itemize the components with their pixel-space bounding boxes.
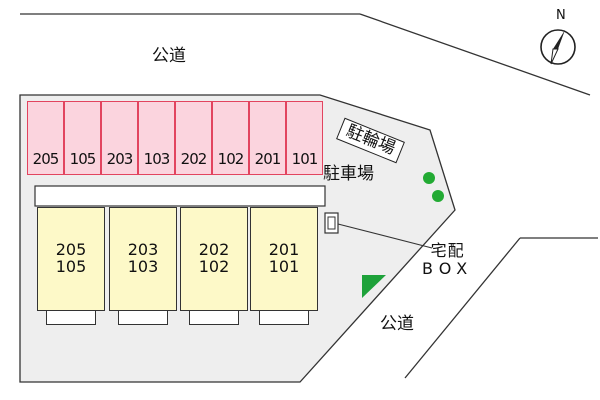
parking-space-number: 101 <box>291 150 319 168</box>
road-edge-top-diagonal <box>359 13 591 96</box>
parking-space-number: 205 <box>32 150 60 168</box>
compass-north-label: N <box>556 8 566 23</box>
unit-step <box>259 311 309 325</box>
delivery-box-inner <box>327 216 336 230</box>
road-edge-right-1 <box>404 237 521 379</box>
parking-space-number: 201 <box>254 150 282 168</box>
unit-step <box>46 311 96 325</box>
building-corridor <box>34 185 326 207</box>
parking-space <box>212 101 249 175</box>
unit-upper-number: 201 <box>268 240 300 260</box>
unit-upper-number: 203 <box>127 240 159 260</box>
parking-space <box>286 101 323 175</box>
unit-block: 203 103 <box>109 207 177 311</box>
entrance-marker-icon <box>362 275 386 298</box>
parking-space <box>27 101 64 175</box>
unit-lower-number: 105 <box>55 257 87 276</box>
unit-step <box>118 311 168 325</box>
unit-block: 202 102 <box>180 207 248 311</box>
parking-space-number: 203 <box>106 150 134 168</box>
delivery-box-leader <box>337 223 433 249</box>
road-label-top: 公道 <box>152 46 186 66</box>
delivery-box-label-line2: BOX <box>422 259 474 278</box>
parking-space-number: 103 <box>143 150 171 168</box>
unit-upper-number: 202 <box>198 240 230 260</box>
unit-lower-number: 102 <box>198 257 230 276</box>
parking-space-number: 202 <box>180 150 208 168</box>
unit-upper-number: 205 <box>55 240 87 260</box>
road-label-right: 公道 <box>380 314 414 334</box>
unit-lower-number: 103 <box>127 257 159 276</box>
delivery-box-label-line1: 宅配 <box>430 241 465 260</box>
parking-space <box>138 101 175 175</box>
north-compass-icon <box>540 29 576 65</box>
unit-step <box>189 311 239 325</box>
tree-icon <box>423 172 435 184</box>
parking-space <box>175 101 212 175</box>
unit-lower-number: 101 <box>268 257 300 276</box>
parking-space <box>101 101 138 175</box>
delivery-box-label: 宅配 BOX <box>422 243 473 277</box>
parking-space-number: 105 <box>69 150 97 168</box>
tree-icon <box>432 190 444 202</box>
parking-lot-label: 駐車場 <box>323 164 374 184</box>
unit-block: 201 101 <box>250 207 318 311</box>
parking-space-number: 102 <box>217 150 245 168</box>
parking-space <box>64 101 101 175</box>
unit-block: 205 105 <box>37 207 105 311</box>
parking-space <box>249 101 286 175</box>
